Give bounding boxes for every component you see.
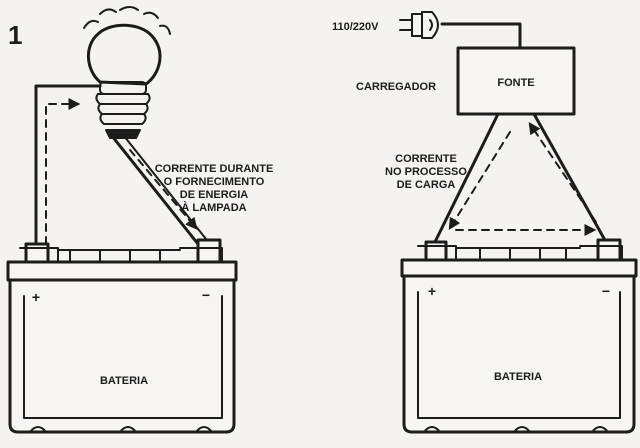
current-arrow-up <box>45 98 81 245</box>
svg-text:NO PROCESSO: NO PROCESSO <box>385 166 467 178</box>
wire-lamp-to-plus <box>34 84 102 252</box>
current-arrow-down <box>129 149 198 230</box>
plus-sign: + <box>32 289 40 305</box>
source-label: FONTE <box>497 77 534 89</box>
charge-arrow-left <box>448 131 511 231</box>
svg-text:O FORNECIMENTO: O FORNECIMENTO <box>164 176 265 188</box>
minus-terminal <box>196 238 222 264</box>
power-cord <box>440 22 522 50</box>
svg-text:DE ENERGIA: DE ENERGIA <box>180 189 249 201</box>
lamp-base-icon <box>95 81 151 139</box>
wire-lamp-to-minus <box>110 134 200 246</box>
battery-label: BATERIA <box>494 371 542 383</box>
figure-number: 1 <box>8 20 22 50</box>
svg-text:DE CARGA: DE CARGA <box>397 179 456 191</box>
svg-text:À LAMPADA: À LAMPADA <box>181 201 246 214</box>
minus-sign: − <box>202 287 210 303</box>
light-rays-icon <box>83 6 171 35</box>
charger-label: CARREGADOR <box>356 81 436 93</box>
charge-current-label: CORRENTE NO PROCESSO DE CARGA <box>385 153 467 191</box>
minus-sign: − <box>602 283 610 299</box>
charger-box <box>456 46 576 116</box>
battery-label: BATERIA <box>100 375 148 387</box>
discharge-current-label: CORRENTE DURANTE O FORNECIMENTO DE ENERG… <box>155 163 274 214</box>
power-plug-icon <box>399 11 439 39</box>
minus-terminal <box>596 238 622 262</box>
wire-to-plus <box>432 112 500 246</box>
left-diagram: + − BATERIA CORRENTE DURANTE O FORNECIME… <box>6 6 274 434</box>
voltage-label: 110/220V <box>332 21 379 33</box>
lamp-bulb-icon <box>87 23 162 86</box>
svg-text:CORRENTE DURANTE: CORRENTE DURANTE <box>155 163 274 175</box>
wire-to-minus <box>532 112 608 244</box>
battery-left-icon <box>6 247 238 434</box>
plus-sign: + <box>428 283 436 299</box>
plus-terminal <box>424 240 448 262</box>
plus-terminal <box>24 242 50 264</box>
svg-text:CORRENTE: CORRENTE <box>395 153 457 165</box>
battery-right-icon <box>400 245 638 434</box>
charge-arrow-right <box>528 122 597 223</box>
right-diagram: 110/220V FONTE CARREGADOR CORRENTE NO PR… <box>332 11 638 434</box>
